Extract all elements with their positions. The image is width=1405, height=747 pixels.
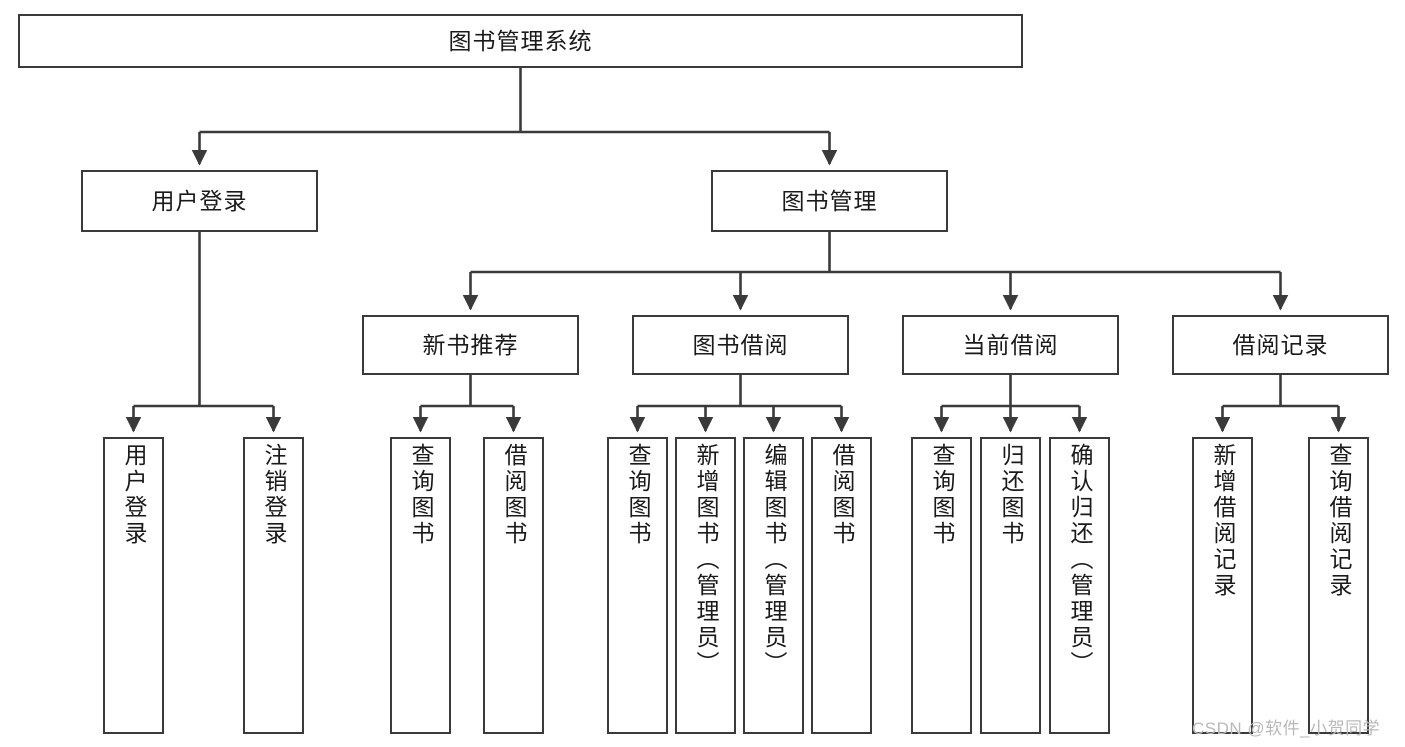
node-leaf-query-record-label: 查询借阅记录 bbox=[1326, 443, 1352, 599]
csdn-watermark: CSDN @软件_小贺同学 bbox=[1192, 719, 1381, 738]
node-book-manage[interactable]: 图书管理 bbox=[711, 170, 948, 232]
node-leaf-confirm-return-label: 确认归还（管理员） bbox=[1067, 443, 1093, 677]
node-leaf-edit-book-label: 编辑图书（管理员） bbox=[761, 443, 787, 677]
node-leaf-borrow-book-1[interactable]: 借阅图书 bbox=[483, 437, 544, 734]
node-leaf-edit-book[interactable]: 编辑图书（管理员） bbox=[743, 437, 804, 734]
node-leaf-add-book-label: 新增图书（管理员） bbox=[693, 443, 719, 677]
node-leaf-query-book-1[interactable]: 查询图书 bbox=[390, 437, 451, 734]
node-leaf-add-book[interactable]: 新增图书（管理员） bbox=[675, 437, 736, 734]
node-new-book-recommend[interactable]: 新书推荐 bbox=[362, 315, 579, 375]
node-leaf-query-record[interactable]: 查询借阅记录 bbox=[1308, 437, 1369, 734]
node-current-borrow-label: 当前借阅 bbox=[962, 331, 1059, 358]
node-root[interactable]: 图书管理系统 bbox=[18, 14, 1023, 68]
node-leaf-query-book-2[interactable]: 查询图书 bbox=[607, 437, 668, 734]
node-leaf-user-login[interactable]: 用户登录 bbox=[103, 437, 164, 734]
node-user-login[interactable]: 用户登录 bbox=[81, 170, 318, 232]
node-leaf-query-book-3-label: 查询图书 bbox=[929, 443, 955, 547]
node-leaf-return-book-label: 归还图书 bbox=[998, 443, 1024, 547]
node-new-book-recommend-label: 新书推荐 bbox=[422, 331, 519, 358]
node-leaf-user-logout-label: 注销登录 bbox=[261, 443, 287, 547]
node-leaf-confirm-return[interactable]: 确认归还（管理员） bbox=[1049, 437, 1110, 734]
node-book-manage-label: 图书管理 bbox=[781, 187, 878, 214]
node-leaf-query-book-1-label: 查询图书 bbox=[408, 443, 434, 547]
node-leaf-query-book-2-label: 查询图书 bbox=[625, 443, 651, 547]
node-borrow-record[interactable]: 借阅记录 bbox=[1172, 315, 1389, 375]
node-leaf-return-book[interactable]: 归还图书 bbox=[980, 437, 1041, 734]
node-leaf-user-login-label: 用户登录 bbox=[121, 443, 147, 547]
node-borrow-record-label: 借阅记录 bbox=[1232, 331, 1329, 358]
node-book-borrow-label: 图书借阅 bbox=[692, 331, 789, 358]
node-leaf-borrow-book-2[interactable]: 借阅图书 bbox=[811, 437, 872, 734]
node-leaf-query-book-3[interactable]: 查询图书 bbox=[911, 437, 972, 734]
node-leaf-user-logout[interactable]: 注销登录 bbox=[243, 437, 304, 734]
node-book-borrow[interactable]: 图书借阅 bbox=[632, 315, 849, 375]
node-user-login-label: 用户登录 bbox=[151, 187, 248, 214]
node-leaf-borrow-book-2-label: 借阅图书 bbox=[829, 443, 855, 547]
node-current-borrow[interactable]: 当前借阅 bbox=[902, 315, 1119, 375]
node-leaf-borrow-book-1-label: 借阅图书 bbox=[501, 443, 527, 547]
node-leaf-add-record[interactable]: 新增借阅记录 bbox=[1192, 437, 1253, 734]
node-leaf-add-record-label: 新增借阅记录 bbox=[1210, 443, 1236, 599]
node-root-label: 图书管理系统 bbox=[448, 27, 593, 54]
